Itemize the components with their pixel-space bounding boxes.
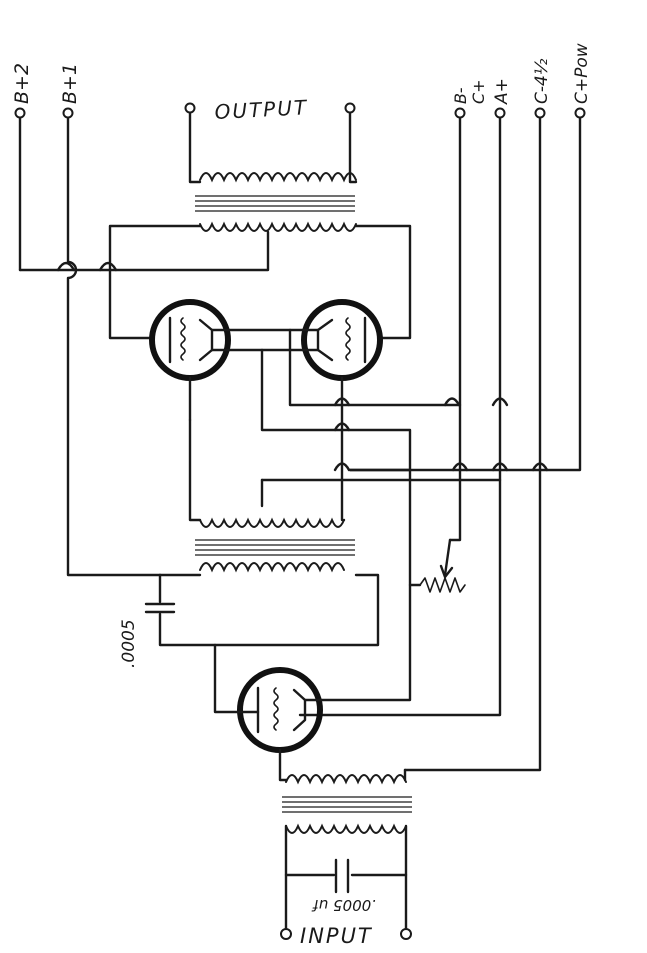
c-minus-label: C-4½ — [532, 58, 552, 104]
input-secondary-coil — [285, 823, 407, 834]
c-plus-pow-terminal[interactable] — [574, 107, 586, 119]
b-minus-label: B- — [451, 87, 470, 104]
output-terminals — [184, 102, 358, 184]
input-terminal-left[interactable] — [280, 928, 292, 940]
b-minus-terminal[interactable] — [454, 107, 466, 119]
interstage-secondary-coil — [199, 517, 345, 528]
first-stage-tube — [237, 667, 323, 753]
coupling-capacitor — [144, 573, 380, 647]
power-tube-right — [301, 299, 383, 381]
output-primary-coil — [199, 221, 357, 232]
c-plus-label: C+ — [469, 79, 488, 104]
b-plus-2-label: B+2 — [11, 63, 33, 104]
input-transformer — [282, 774, 412, 834]
input-capacitor-label: .0005 uf — [311, 896, 376, 914]
a-plus-label: A+ — [492, 78, 512, 105]
right-supply-rails — [298, 107, 586, 772]
output-label: OUTPUT — [214, 95, 309, 124]
filament-rheostat — [408, 468, 466, 593]
interstage-core — [195, 539, 355, 556]
input-transformer-core — [282, 796, 412, 813]
output-transformer — [195, 172, 357, 232]
coupling-capacitor-label: .0005 — [119, 619, 139, 668]
output-terminal-left[interactable] — [184, 102, 196, 114]
a-plus-terminal[interactable] — [494, 107, 506, 119]
c-minus-terminal[interactable] — [534, 107, 546, 119]
output-transformer-core — [195, 195, 355, 212]
b-plus-1-label: B+1 — [59, 63, 81, 104]
output-terminal-right[interactable] — [344, 102, 356, 114]
b-plus-2-bus — [14, 107, 26, 272]
input-capacitor — [280, 824, 412, 940]
interstage-transformer — [195, 478, 355, 573]
interstage-primary-coil — [199, 562, 345, 573]
b-plus-1-terminal[interactable] — [62, 107, 74, 119]
input-label: INPUT — [300, 924, 373, 948]
input-terminal-right[interactable] — [400, 928, 412, 940]
input-primary-coil — [285, 774, 407, 785]
output-secondary-coil — [199, 172, 357, 183]
b-plus-2-terminal[interactable] — [14, 107, 26, 119]
c-plus-pow-label: C+Pow — [572, 43, 592, 104]
b-plus-1-bus — [62, 107, 162, 577]
power-tube-left — [149, 299, 231, 422]
